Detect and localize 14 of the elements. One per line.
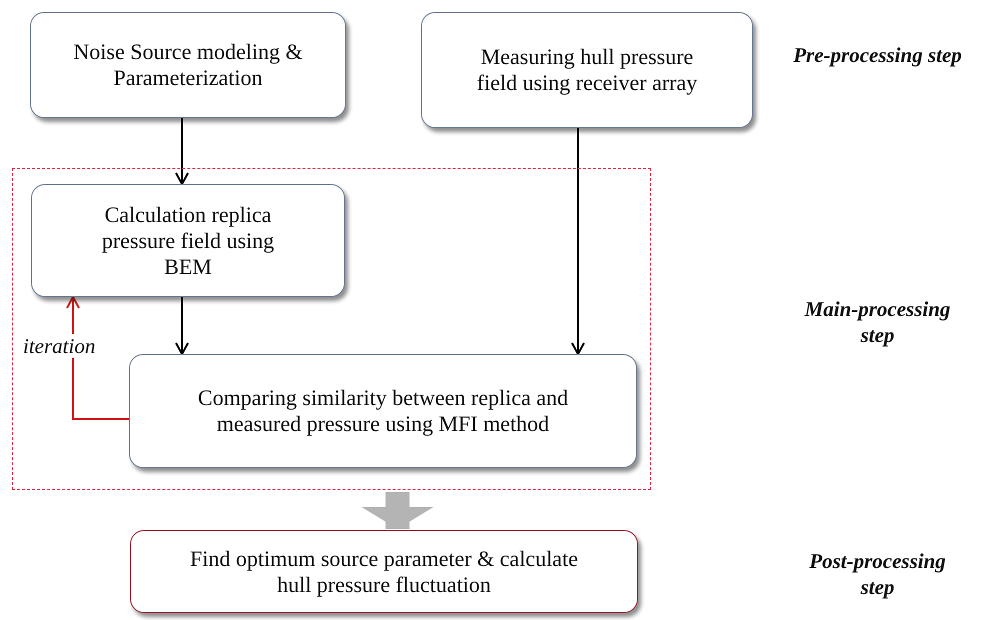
dashed-group-box (12, 168, 651, 490)
step-label: Pre-processing step (792, 42, 963, 68)
step-label: Main-processing step (803, 296, 952, 348)
process-box: Noise Source modeling & Parameterization (30, 12, 346, 118)
arrow (175, 297, 189, 355)
edge-label: iteration (21, 334, 98, 358)
step-label: Post-processing step (808, 548, 947, 600)
process-box: Find optimum source parameter & calculate hull pressure fluctuation (130, 530, 638, 613)
arrow (362, 492, 434, 529)
process-box: Measuring hull pressure field using receiver array (421, 12, 753, 128)
arrow (571, 128, 585, 355)
process-box: Comparing similarity between replica and measured pressure using MFI method (129, 354, 637, 468)
arrow (175, 118, 189, 185)
process-box: Calculation replica pressure field using BEM (31, 184, 345, 297)
